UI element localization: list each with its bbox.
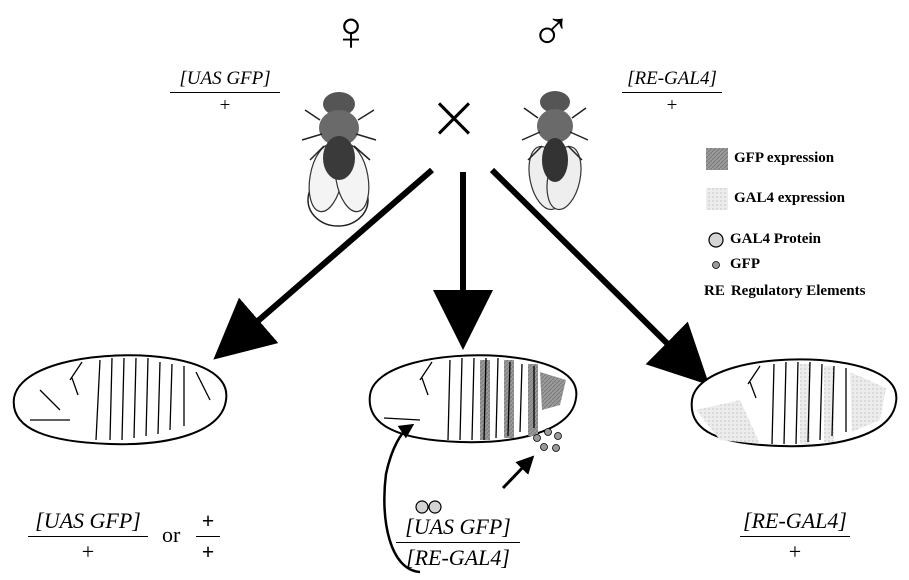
- offspring-left-alt-top: +: [196, 508, 220, 534]
- offspring-left-genotype: [UAS GFP] +: [28, 508, 148, 565]
- legend-label-gal4-protein: GAL4 Protein: [730, 231, 821, 248]
- offspring-middle-genotype: [UAS GFP] [RE-GAL4]: [396, 514, 520, 571]
- female-fly: [302, 92, 376, 226]
- female-symbol: ♀: [330, 4, 372, 60]
- male-genotype: [RE-GAL4] +: [622, 68, 722, 117]
- offspring-left-or: or: [162, 522, 180, 548]
- male-symbol: ♂: [530, 4, 572, 60]
- legend-swatch-gal4-expression: [706, 188, 728, 210]
- offspring-left-alt-bottom: +: [196, 539, 220, 565]
- female-genotype: [UAS GFP] +: [170, 68, 280, 117]
- embryo-left: [14, 355, 227, 444]
- offspring-right-bottom: +: [740, 539, 850, 565]
- legend-swatch-gal4-protein: [709, 233, 723, 247]
- gfp-arrow: [503, 462, 528, 488]
- gal4-protein-marker: [429, 501, 441, 513]
- female-genotype-bottom: +: [170, 95, 280, 117]
- offspring-middle-top: [UAS GFP]: [396, 514, 520, 540]
- embryo-right: [692, 359, 897, 446]
- offspring-right-top: [RE-GAL4]: [740, 508, 850, 534]
- male-genotype-top: [RE-GAL4]: [622, 68, 722, 90]
- legend-re-abbr: RE: [704, 283, 725, 299]
- gal4-protein-marker: [416, 501, 428, 513]
- legend-swatch-gfp-expression: [706, 148, 728, 170]
- legend-re-label: Regulatory Elements: [731, 283, 866, 299]
- offspring-right-genotype: [RE-GAL4] +: [740, 508, 850, 565]
- cross-symbol: ×: [428, 86, 480, 148]
- legend-label-gal4-expression: GAL4 expression: [734, 190, 845, 207]
- male-fly: [522, 91, 588, 213]
- offspring-left-alt-genotype: + +: [196, 508, 220, 565]
- arrow-right: [492, 170, 688, 364]
- legend-label-gfp-expression: GFP expression: [734, 150, 834, 167]
- legend-swatch-gfp: [713, 262, 720, 269]
- male-genotype-bottom: +: [622, 95, 722, 117]
- offspring-left-top: [UAS GFP]: [28, 508, 148, 534]
- female-genotype-top: [UAS GFP]: [170, 68, 280, 90]
- legend-re-row: RE Regulatory Elements: [704, 283, 865, 300]
- offspring-middle-bottom: [RE-GAL4]: [396, 545, 520, 571]
- offspring-left-bottom: +: [28, 539, 148, 565]
- legend-label-gfp: GFP: [730, 256, 760, 273]
